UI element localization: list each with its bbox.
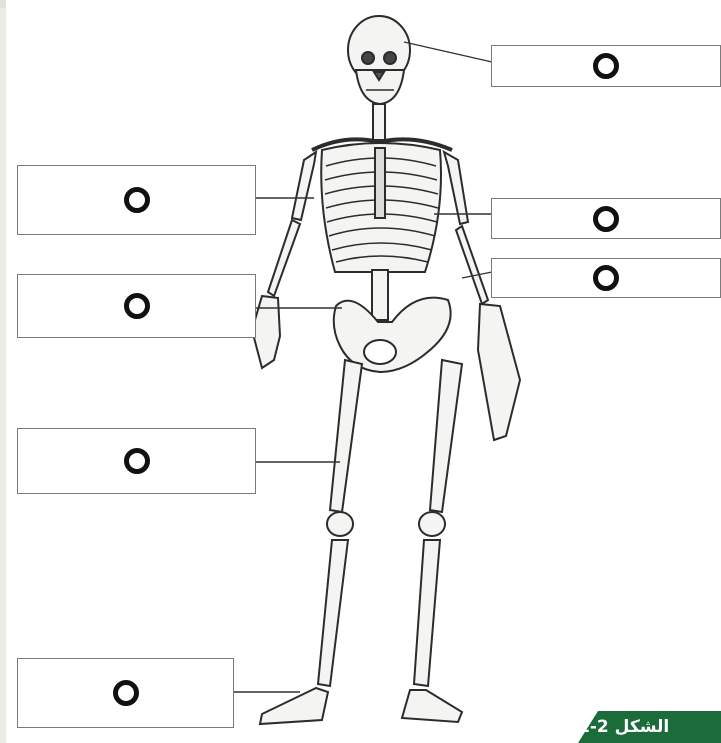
left-foot (260, 688, 328, 724)
figure-caption: الشكل 2-1 (578, 711, 721, 743)
left-hand (252, 296, 280, 368)
circle-icon (593, 265, 619, 291)
right-foot (402, 690, 462, 722)
label-box-pelvis[interactable] (17, 274, 256, 338)
left-humerus (292, 152, 316, 220)
left-femur (330, 360, 362, 512)
left-tibia (318, 540, 348, 686)
right-tibia (414, 540, 440, 686)
right-humerus (444, 152, 468, 224)
left-knee (327, 512, 353, 536)
right-forearm (456, 226, 488, 304)
circle-icon (593, 53, 619, 79)
circle-icon (113, 680, 139, 706)
label-box-shoulder[interactable] (17, 165, 256, 235)
circle-icon (593, 206, 619, 232)
label-box-elbow[interactable] (491, 258, 721, 298)
circle-icon (124, 448, 150, 474)
label-box-femur[interactable] (17, 428, 256, 494)
circle-icon (124, 187, 150, 213)
leader-skull (404, 42, 492, 62)
cervical-spine (373, 104, 385, 140)
right-hand (478, 304, 520, 440)
label-box-foot[interactable] (17, 658, 234, 728)
lumbar-spine (372, 270, 388, 320)
circle-icon (124, 293, 150, 319)
label-box-skull[interactable] (491, 45, 721, 87)
right-knee (419, 512, 445, 536)
label-box-ribs[interactable] (491, 198, 721, 239)
left-forearm (268, 220, 300, 296)
right-femur (430, 360, 462, 512)
